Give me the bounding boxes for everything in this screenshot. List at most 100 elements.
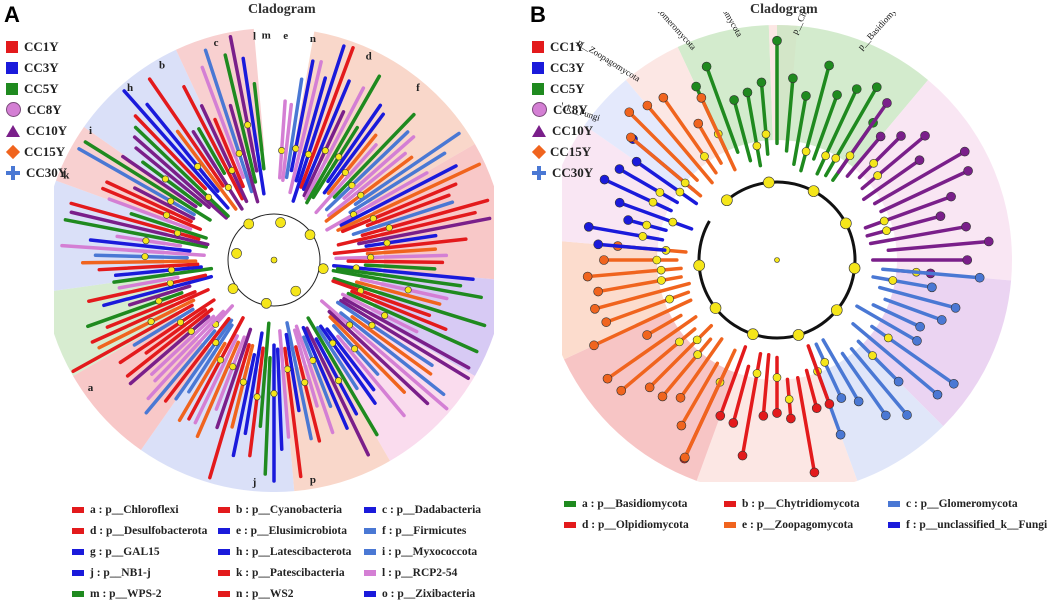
legend-label: CC5Y	[24, 81, 59, 97]
clade-key: e : p__Elusimicrobiota	[218, 521, 364, 540]
node-dot	[808, 186, 819, 197]
legend-label: CC3Y	[550, 60, 585, 76]
key-text: c : p__Glomeromycota	[906, 498, 1018, 510]
node-dot	[793, 329, 804, 340]
clade-key: c : p__Dadabacteria	[364, 500, 514, 519]
clade-key: b : p__Chytridiomycota	[724, 494, 888, 513]
node-dot	[617, 386, 626, 395]
node-dot	[590, 304, 599, 313]
node-dot	[583, 272, 592, 281]
node-dot	[680, 453, 689, 462]
node-dot	[232, 248, 242, 258]
node-dot	[881, 411, 890, 420]
key-swatch-icon	[364, 507, 376, 513]
b-legend-cc30y: CC30Y	[532, 162, 593, 183]
key-swatch-icon	[364, 549, 376, 555]
branch-line	[348, 261, 442, 262]
cladogram-a: abcdefghijklmnop	[54, 22, 494, 492]
node-dot	[921, 131, 930, 140]
triangle-marker-icon	[532, 125, 546, 137]
b-legend-cc1y: CC1Y	[532, 36, 593, 57]
legend-label: CC3Y	[24, 60, 59, 76]
clade-letter: e	[283, 30, 288, 42]
node-dot	[632, 157, 641, 166]
node-dot	[721, 195, 732, 206]
node-dot	[962, 222, 971, 231]
node-dot	[658, 392, 667, 401]
node-dot	[645, 383, 654, 392]
square-marker-icon	[532, 41, 544, 53]
node-dot	[693, 336, 701, 344]
node-dot	[833, 90, 842, 99]
key-swatch-icon	[564, 501, 576, 507]
node-dot	[594, 240, 603, 249]
clade-key: b : p__Cyanobacteria	[218, 500, 364, 519]
panel-a-title: Cladogram	[248, 2, 316, 18]
square-marker-icon	[532, 62, 544, 74]
node-dot	[284, 366, 290, 372]
key-swatch-icon	[72, 591, 84, 597]
key-swatch-icon	[218, 507, 230, 513]
key-text: e : p__Elusimicrobiota	[236, 525, 347, 537]
clade-key: m : p__WPS-2	[72, 584, 218, 603]
key-swatch-icon	[364, 570, 376, 576]
clade-key: o : p__Zixibacteria	[364, 584, 514, 603]
node-dot	[677, 421, 686, 430]
clade-letter: l	[253, 30, 256, 42]
key-swatch-icon	[564, 522, 576, 528]
node-dot	[821, 358, 829, 366]
node-dot	[236, 150, 242, 156]
node-dot	[951, 303, 960, 312]
clade-key: f : p__unclassified_k__Fungi	[888, 515, 1052, 534]
node-dot	[589, 341, 598, 350]
diamond-marker-icon	[6, 144, 20, 158]
clade-key: d : p__Desulfobacterota	[72, 521, 218, 540]
node-dot	[822, 152, 830, 160]
key-swatch-icon	[888, 501, 900, 507]
cladogram-b: p__unclassified_k__Fungip__Zoopagomycota…	[562, 12, 1032, 482]
node-dot	[168, 198, 174, 204]
node-dot	[692, 82, 701, 91]
node-dot	[659, 93, 668, 102]
node-dot	[743, 88, 752, 97]
a-legend-cc3y: CC3Y	[6, 57, 67, 78]
node-dot	[785, 395, 793, 403]
node-dot	[729, 418, 738, 427]
square-marker-icon	[6, 41, 18, 53]
node-dot	[984, 237, 993, 246]
node-dot	[786, 414, 795, 423]
node-dot	[681, 179, 689, 187]
node-dot	[757, 78, 766, 87]
key-text: n : p__WS2	[236, 588, 294, 600]
node-dot	[271, 390, 277, 396]
key-text: f : p__unclassified_k__Fungi	[906, 519, 1047, 531]
node-dot	[730, 95, 739, 104]
node-dot	[975, 273, 984, 282]
node-dot	[759, 411, 768, 420]
key-text: d : p__Olpidiomycota	[582, 519, 689, 531]
a-legend-cc15y: CC15Y	[6, 141, 67, 162]
node-dot	[840, 218, 851, 229]
node-dot	[336, 154, 342, 160]
node-dot	[656, 188, 664, 196]
node-dot	[936, 212, 945, 221]
key-text: k : p__Patescibacteria	[236, 567, 345, 579]
key-text: e : p__Zoopagomycota	[742, 519, 853, 531]
node-dot	[849, 263, 860, 274]
node-dot	[240, 379, 246, 385]
node-dot	[854, 397, 863, 406]
circle-marker-icon	[532, 102, 547, 117]
branch-line	[83, 261, 196, 263]
key-swatch-icon	[72, 570, 84, 576]
panel-a: A Cladogram abcdefghijklmnop CC1YCC3YCC5…	[0, 0, 522, 576]
key-swatch-icon	[218, 528, 230, 534]
key-swatch-icon	[218, 549, 230, 555]
b-legend-cc5y: CC5Y	[532, 78, 593, 99]
key-text: h : p__Latescibacterota	[236, 546, 351, 558]
plus-marker-icon	[6, 166, 20, 180]
node-dot	[335, 377, 341, 383]
clade-key: f : p__Firmicutes	[364, 521, 514, 540]
node-dot	[254, 394, 260, 400]
panel-b-label: B	[530, 2, 546, 28]
node-dot	[168, 267, 174, 273]
